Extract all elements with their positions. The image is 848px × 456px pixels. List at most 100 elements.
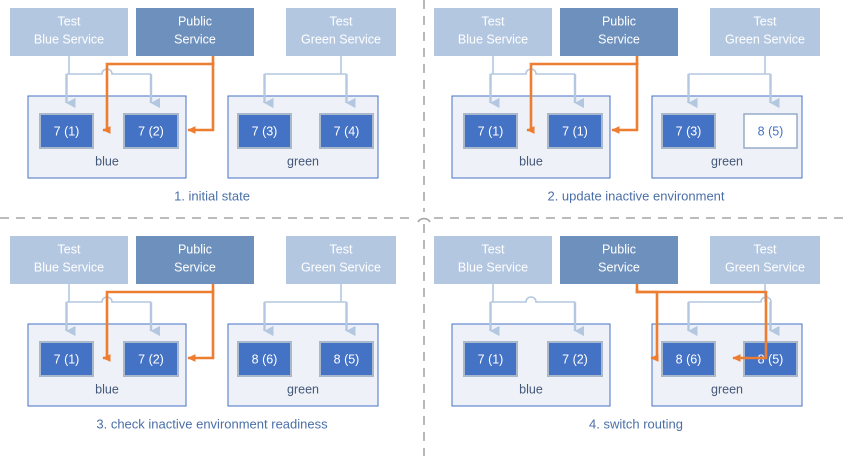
test-green-service-label-line2: Green Service (725, 260, 805, 274)
public-service-box[interactable] (136, 236, 254, 284)
version-box-blue-1[interactable] (463, 341, 518, 377)
version-label-green-2: 7 (4) (334, 124, 360, 138)
public-service-label-line2: Service (174, 260, 216, 274)
routing-arrow-to-green-slot-2 (635, 288, 768, 362)
version-box-green-2[interactable] (743, 113, 798, 149)
test-green-service-box[interactable] (286, 236, 396, 284)
test-green-service-box[interactable] (286, 8, 396, 56)
version-label-blue-1: 7 (1) (54, 352, 80, 366)
environment-label-blue: blue (95, 154, 119, 168)
test-green-service-label-line1: Test (330, 14, 353, 28)
version-box-green-2[interactable] (319, 113, 374, 149)
test-blue-service-label-line1: Test (482, 14, 505, 28)
test-blue-service-label-line2: Blue Service (34, 260, 104, 274)
test-blue-service-box[interactable] (434, 8, 552, 56)
environment-green: 8 (6) 8 (5) green (651, 323, 803, 407)
test-green-service-label-line2: Green Service (301, 260, 381, 274)
version-box-blue-2[interactable] (547, 113, 603, 149)
panel-1-caption: 1. initial state (174, 188, 250, 203)
version-box-blue-2[interactable] (123, 113, 179, 149)
test-green-service-label-line1: Test (330, 242, 353, 256)
public-service-box[interactable] (560, 236, 678, 284)
test-blue-service-label-line2: Blue Service (458, 32, 528, 46)
routing-arrow-to-blue-slot-2 (611, 62, 639, 134)
panel-2-caption: 2. update inactive environment (547, 188, 724, 203)
public-service-label-line1: Public (178, 242, 212, 256)
public-service-box[interactable] (560, 8, 678, 56)
environment-label-blue: blue (519, 154, 543, 168)
routing-arrow-to-blue-slot-1 (526, 56, 639, 134)
version-label-green-1: 7 (3) (676, 124, 702, 138)
version-label-green-1: 8 (6) (676, 352, 702, 366)
version-label-blue-2: 7 (2) (562, 352, 588, 366)
test-green-service-label-line2: Green Service (301, 32, 381, 46)
version-label-green-1: 7 (3) (252, 124, 278, 138)
version-box-blue-1[interactable] (39, 341, 94, 377)
version-box-blue-2[interactable] (123, 341, 179, 377)
test-green-service-rail (264, 284, 347, 303)
test-blue-service-rail (490, 284, 575, 303)
test-blue-service-label-line2: Blue Service (458, 260, 528, 274)
environment-label-green: green (711, 382, 743, 396)
routing-arrow-to-blue-slot-1 (102, 56, 215, 134)
test-green-service-label-line1: Test (754, 14, 777, 28)
panel-3-caption: 3. check inactive environment readiness (96, 416, 328, 431)
environment-label-green: green (287, 382, 319, 396)
version-label-green-2: 8 (5) (758, 352, 784, 366)
panel-4-caption: 4. switch routing (589, 416, 683, 431)
public-service-label-line2: Service (174, 32, 216, 46)
public-service-label-line2: Service (598, 260, 640, 274)
version-box-blue-2[interactable] (547, 341, 603, 377)
environment-label-green: green (287, 154, 319, 168)
environment-label-green: green (711, 154, 743, 168)
separator-crossing-hop (417, 217, 431, 223)
routing-arrow-to-blue-slot-2 (187, 62, 215, 134)
environment-blue: 7 (1)7 (2)blue (451, 323, 611, 407)
test-blue-service-label-line1: Test (482, 242, 505, 256)
environment-green: 8 (6) 8 (5) green (227, 323, 379, 407)
test-green-service-box[interactable] (710, 236, 820, 284)
test-green-service-box[interactable] (710, 8, 820, 56)
version-box-green-1[interactable] (237, 341, 292, 377)
test-blue-service-label-line1: Test (58, 14, 81, 28)
version-box-blue-1[interactable] (39, 113, 94, 149)
version-label-blue-2: 7 (2) (138, 352, 164, 366)
routing-arrow-to-blue-slot-1 (102, 284, 215, 362)
version-label-green-2: 8 (5) (758, 124, 784, 138)
test-green-service-rail (688, 56, 771, 75)
version-box-green-2[interactable] (319, 341, 374, 377)
version-box-green-1[interactable] (661, 113, 716, 149)
test-blue-service-box[interactable] (434, 236, 552, 284)
version-label-green-2: 8 (5) (334, 352, 360, 366)
test-blue-service-label-line2: Blue Service (34, 32, 104, 46)
public-service-label-line2: Service (598, 32, 640, 46)
version-box-green-1[interactable] (237, 113, 292, 149)
test-blue-service-box[interactable] (10, 8, 128, 56)
test-green-service-rail (264, 56, 347, 75)
public-service-box[interactable] (136, 8, 254, 56)
test-green-service-label-line2: Green Service (725, 32, 805, 46)
version-label-green-1: 8 (6) (252, 352, 278, 366)
version-box-green-1[interactable] (661, 341, 716, 377)
version-label-blue-1: 7 (1) (478, 352, 504, 366)
version-box-blue-1[interactable] (463, 113, 518, 149)
test-green-service-label-line1: Test (754, 242, 777, 256)
test-blue-service-box[interactable] (10, 236, 128, 284)
